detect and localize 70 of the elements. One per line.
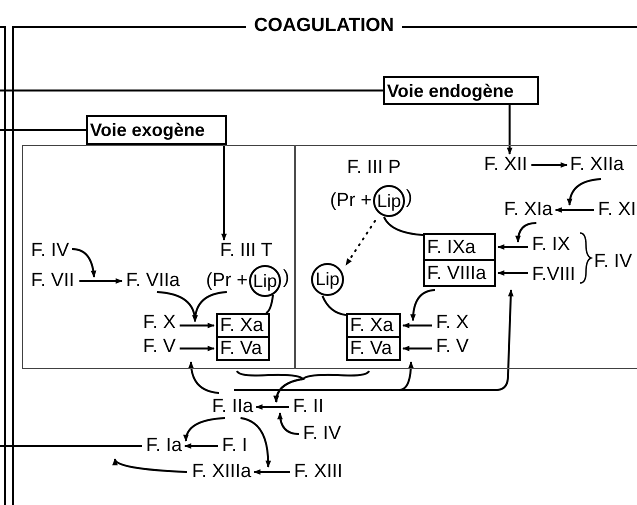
connector-line	[0, 445, 142, 447]
arrow	[277, 412, 300, 435]
factor-label: )	[283, 267, 290, 289]
connector-line	[0, 129, 86, 131]
arrow	[234, 289, 514, 391]
connector-line	[0, 90, 383, 92]
arrow	[180, 346, 215, 352]
factor-label: )	[406, 187, 412, 209]
arrow	[497, 244, 528, 250]
arrow	[506, 105, 512, 155]
factor-label: F. XIIa	[569, 154, 625, 176]
factor-label: F. XI	[597, 199, 637, 221]
factor-label: F. IV	[30, 240, 70, 262]
arrow	[79, 278, 123, 284]
connector-line	[265, 294, 274, 314]
pathway-title-box: Voie exogène	[86, 115, 227, 145]
arrow	[345, 220, 376, 266]
arrow	[192, 291, 227, 322]
pathway-title-box: Voie endogène	[383, 76, 539, 105]
arrow	[184, 443, 218, 449]
factor-label: F. IX	[531, 234, 572, 256]
arrow	[515, 222, 536, 243]
panel-box	[22, 145, 295, 369]
factor-label: F. XIIIa	[191, 461, 252, 483]
factor-label: F. IV	[302, 423, 342, 445]
factor-label: F. X	[142, 312, 177, 334]
factor-label: F. V	[435, 336, 470, 358]
connector-line	[322, 296, 346, 316]
factor-label: F. III P	[346, 157, 402, 179]
factor-label: F. I	[221, 435, 248, 457]
arrow	[188, 361, 220, 394]
arrow	[567, 178, 602, 206]
arrow	[256, 404, 289, 410]
factor-label: F. X	[435, 312, 470, 334]
factor-label: (Pr +	[205, 270, 249, 292]
arrow	[253, 469, 290, 475]
factor-label: F. II	[292, 396, 325, 418]
factor-label: F. IV	[594, 251, 632, 273]
arrow	[114, 458, 188, 473]
arrow	[497, 270, 528, 276]
factor-label: F. XII	[483, 154, 528, 176]
factor-label: F. IIa	[211, 396, 254, 418]
arrow	[554, 207, 594, 213]
factor-label: F. XIa	[503, 199, 554, 221]
factor-label: F.VIII	[531, 264, 576, 286]
panel-box	[295, 145, 637, 369]
arrow	[180, 322, 215, 328]
factor-label: (Pr +	[329, 190, 373, 212]
arrow	[72, 248, 96, 278]
factor-label: F. VII	[30, 270, 76, 292]
factor-label: F. Ia	[145, 435, 183, 457]
arrow	[410, 289, 436, 322]
factor-box: F. Va	[216, 336, 270, 361]
factor-label: F. VIIa	[125, 270, 181, 292]
factor-label: F. III T	[219, 240, 274, 262]
arrow	[402, 346, 432, 352]
factor-box: F. IXa	[423, 233, 496, 261]
connector-line	[383, 216, 424, 236]
arrow	[402, 322, 432, 328]
factor-label: F. V	[142, 336, 177, 358]
arrow	[240, 417, 271, 468]
factor-box: F. Xa	[346, 313, 401, 338]
factor-box: F. Xa	[216, 313, 270, 338]
arrow	[531, 162, 568, 168]
factor-label: F. XIII	[293, 461, 344, 483]
arrow	[184, 417, 226, 442]
factor-box: F. Va	[346, 336, 401, 361]
arrow	[221, 145, 227, 241]
factor-box: F. VIIIa	[423, 259, 496, 287]
arrow	[274, 370, 370, 403]
